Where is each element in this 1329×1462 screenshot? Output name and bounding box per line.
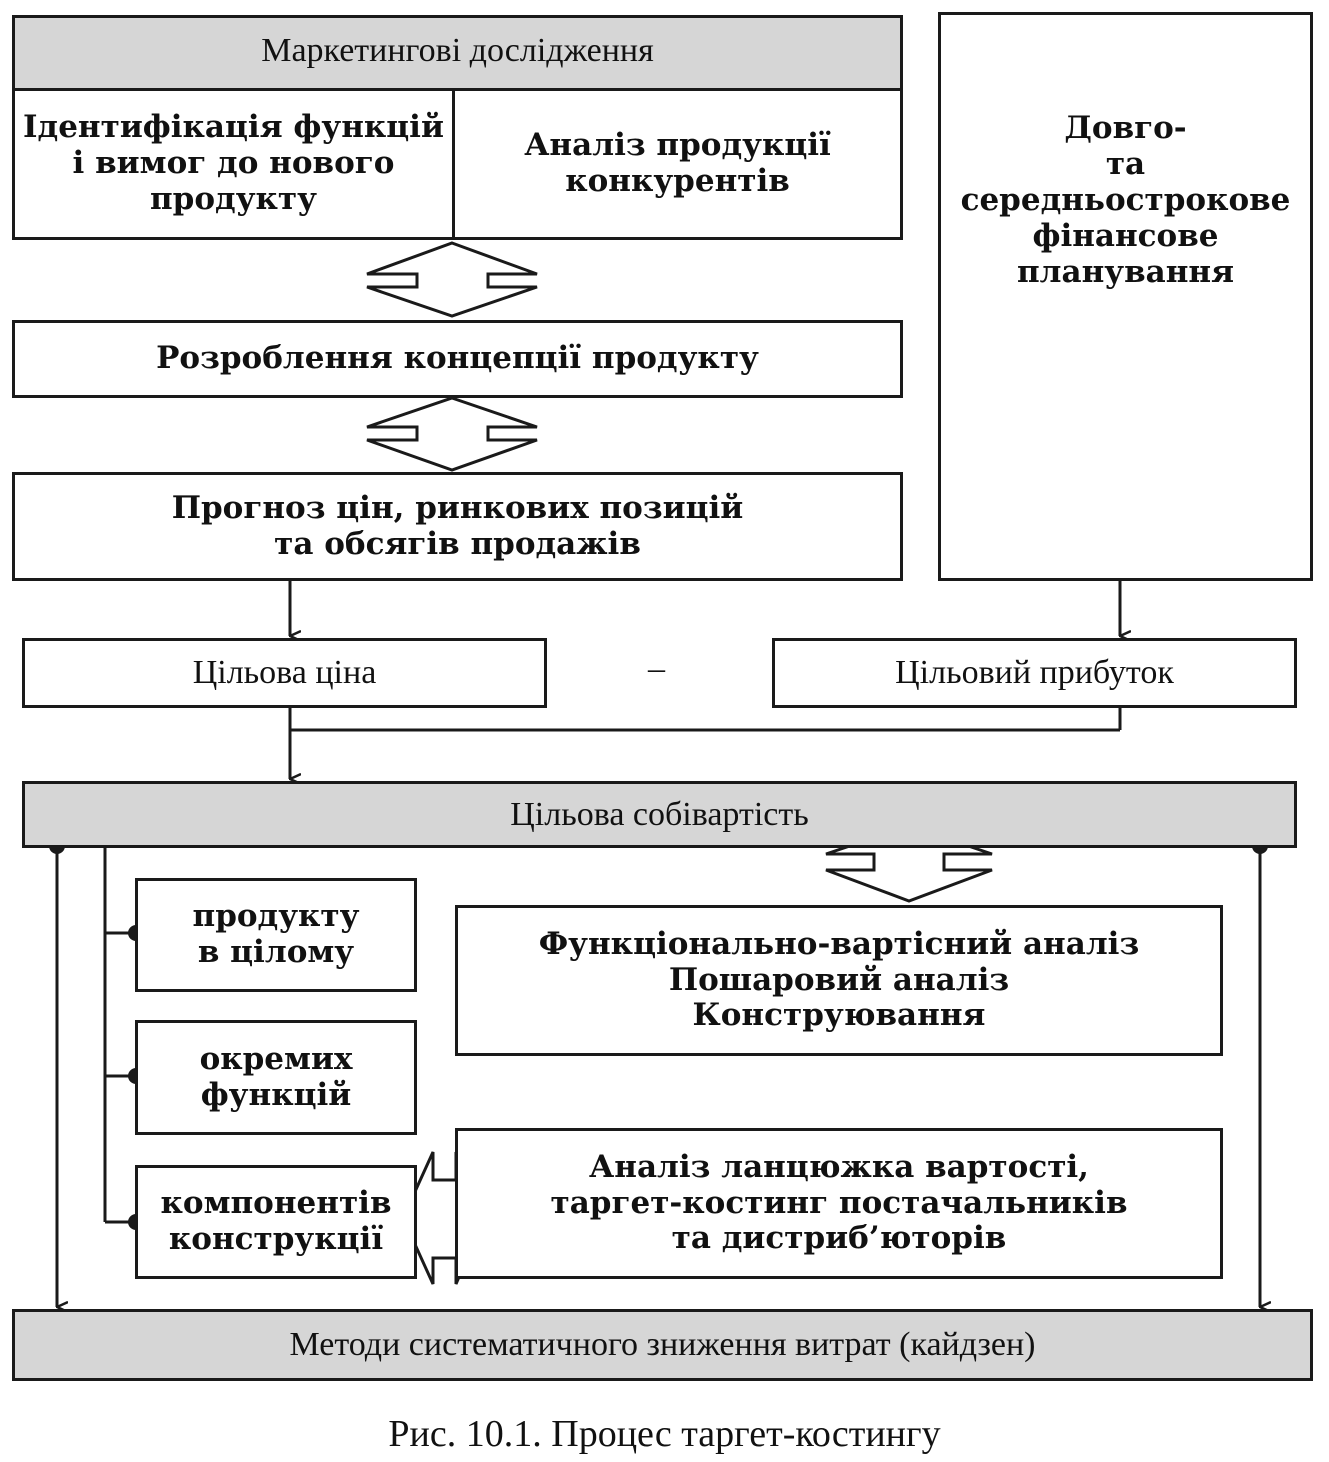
value-analysis-box: Функціонально-вартісний аналіз Пошаровий…	[455, 905, 1223, 1056]
kaizen-box: Методи систематичного зниження витрат (к…	[12, 1309, 1313, 1381]
competitor-analysis-box: Аналіз продукції конкурентів	[452, 88, 903, 240]
forecast-box: Прогноз цін, ринкових позицій та обсягів…	[12, 472, 903, 581]
target-cost-box: Цільова собівартість	[22, 781, 1297, 848]
double-arrow-1	[366, 241, 538, 318]
concept-development-box: Розроблення концепції продукту	[12, 320, 903, 398]
figure-caption: Рис. 10.1. Процес таргет-костингу	[388, 1413, 941, 1455]
target-profit-box: Цільовий прибуток	[772, 638, 1297, 708]
value-chain-box: Аналіз ланцюжка вартості, таргет-костинг…	[455, 1128, 1223, 1279]
double-arrow-3	[825, 824, 993, 903]
level-components-box: компонентів конструкції	[135, 1165, 417, 1279]
target-price-box: Цільова ціна	[22, 638, 547, 708]
level-product-box: продукту в цілому	[135, 878, 417, 992]
double-arrow-2	[366, 396, 538, 472]
minus-sign: –	[648, 650, 665, 687]
marketing-research-box: Маркетингові дослідження	[12, 15, 903, 91]
financial-planning-box: Довго- та середньострокове фінансове пла…	[938, 12, 1313, 581]
identification-box: Ідентифікація функцій і вимог до нового …	[12, 88, 455, 240]
level-functions-box: окремих функцій	[135, 1020, 417, 1135]
